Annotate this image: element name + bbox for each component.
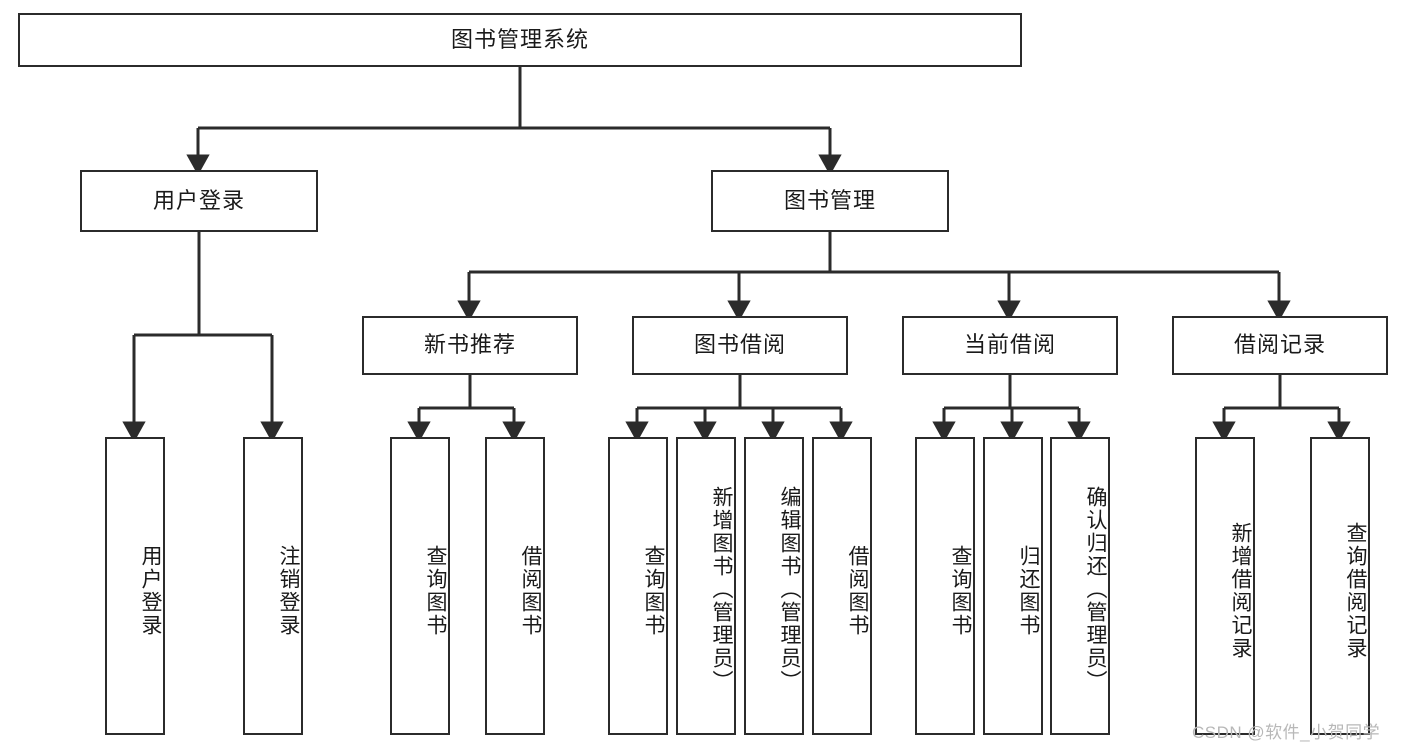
node-leaf-confirm-return-admin[interactable]: 确认归还（管理员）: [1050, 437, 1110, 735]
node-book-borrow[interactable]: 图书借阅: [632, 316, 848, 375]
node-leaf-borrow-book-recommend[interactable]: 借阅图书: [485, 437, 545, 735]
node-leaf-user-login[interactable]: 用户登录: [105, 437, 165, 735]
node-leaf-query-book-borrow[interactable]: 查询图书: [608, 437, 668, 735]
node-book-management[interactable]: 图书管理: [711, 170, 949, 232]
node-leaf-borrow-book[interactable]: 借阅图书: [812, 437, 872, 735]
csdn-watermark: CSDN @软件_小贺同学: [1192, 723, 1381, 742]
node-leaf-return-book[interactable]: 归还图书: [983, 437, 1043, 735]
node-borrow-record[interactable]: 借阅记录: [1172, 316, 1388, 375]
node-leaf-query-borrow-record[interactable]: 查询借阅记录: [1310, 437, 1370, 735]
node-leaf-query-book-current[interactable]: 查询图书: [915, 437, 975, 735]
node-leaf-user-logout[interactable]: 注销登录: [243, 437, 303, 735]
node-current-borrow[interactable]: 当前借阅: [902, 316, 1118, 375]
node-leaf-add-book-admin[interactable]: 新增图书（管理员）: [676, 437, 736, 735]
node-leaf-edit-book-admin[interactable]: 编辑图书（管理员）: [744, 437, 804, 735]
node-user-login[interactable]: 用户登录: [80, 170, 318, 232]
node-leaf-add-borrow-record[interactable]: 新增借阅记录: [1195, 437, 1255, 735]
node-root[interactable]: 图书管理系统: [18, 13, 1022, 67]
node-new-book-recommend[interactable]: 新书推荐: [362, 316, 578, 375]
node-leaf-query-book-recommend[interactable]: 查询图书: [390, 437, 450, 735]
